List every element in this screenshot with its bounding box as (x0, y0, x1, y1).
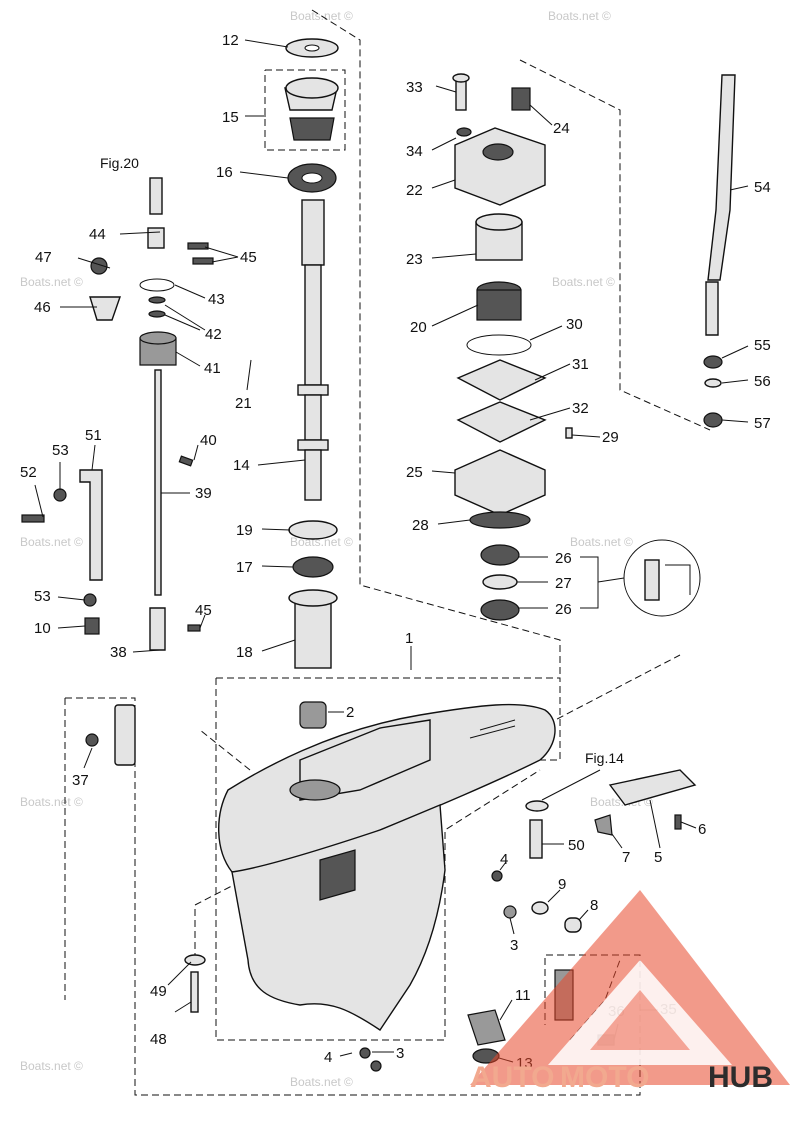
part-label-32: 32 (572, 400, 589, 417)
part-label-19: 19 (236, 522, 253, 539)
part-label-22: 22 (406, 182, 423, 199)
part-label-54: 54 (754, 179, 771, 196)
part-label-46: 46 (34, 299, 51, 316)
watermark: Boats.net © (548, 9, 611, 23)
figure-ref-14: Fig.14 (585, 750, 624, 766)
part-label-30: 30 (566, 316, 583, 333)
part-label-1: 1 (405, 630, 413, 647)
lower-casing (218, 703, 556, 1031)
part-label-7: 7 (622, 849, 630, 866)
part-label-42: 42 (205, 326, 222, 343)
part-label-43: 43 (208, 291, 225, 308)
logo-text-hub: HUB (708, 1061, 773, 1094)
part-label-5: 5 (654, 849, 662, 866)
part-label-14: 14 (233, 457, 250, 474)
part-label-21: 21 (235, 395, 252, 412)
part-label-37: 37 (72, 772, 89, 789)
water-tube (703, 74, 736, 428)
part-label-47: 47 (35, 249, 52, 266)
part-label-45-lower: 45 (195, 602, 212, 619)
automotohub-logo: AUTO MOTO HUB (470, 890, 790, 1094)
part-label-23: 23 (406, 251, 423, 268)
part-label-2: 2 (346, 704, 354, 721)
part-label-39: 39 (195, 485, 212, 502)
watermark: Boats.net © (290, 1075, 353, 1089)
assembly-guide-lines (64, 9, 711, 1096)
part-label-9: 9 (558, 876, 566, 893)
part-label-55: 55 (754, 337, 771, 354)
logo-text-auto: AUTO (470, 1061, 554, 1094)
part-label-26-lower: 26 (555, 601, 572, 618)
logo-text-moto: MOTO (560, 1061, 649, 1094)
watermark: Boats.net © (20, 535, 83, 549)
part-label-51: 51 (85, 427, 102, 444)
watermark: Boats.net © (570, 535, 633, 549)
part-label-34: 34 (406, 143, 423, 160)
part-label-33: 33 (406, 79, 423, 96)
part-label-16: 16 (216, 164, 233, 181)
watermark: Boats.net © (20, 795, 83, 809)
part-label-20: 20 (410, 319, 427, 336)
part-label-49: 49 (150, 983, 167, 1000)
part-label-56: 56 (754, 373, 771, 390)
figure-ref-20: Fig.20 (100, 155, 139, 171)
logo-triangle-core (590, 990, 690, 1050)
part-label-17: 17 (236, 559, 253, 576)
watermark: Boats.net © (552, 275, 615, 289)
part-label-44: 44 (89, 226, 106, 243)
part-label-53-lower: 53 (34, 588, 51, 605)
part-label-12: 12 (222, 32, 239, 49)
watermark: Boats.net © (20, 1059, 83, 1073)
part-label-8: 8 (590, 897, 598, 914)
part-label-26-upper: 26 (555, 550, 572, 567)
part-label-57: 57 (754, 415, 771, 432)
part-label-6: 6 (698, 821, 706, 838)
watermark: Boats.net © (20, 275, 83, 289)
part-label-50: 50 (568, 837, 585, 854)
part-label-10: 10 (34, 620, 51, 637)
part-label-52: 52 (20, 464, 37, 481)
part-label-3-upper: 3 (510, 937, 518, 954)
part-label-31: 31 (572, 356, 589, 373)
part-label-27: 27 (555, 575, 572, 592)
part-label-4-lower: 4 (324, 1049, 332, 1066)
watermarks: Boats.net © Boats.net © Boats.net © Boat… (20, 9, 653, 1089)
part-label-15: 15 (222, 109, 239, 126)
part-label-3-lower: 3 (396, 1045, 404, 1062)
leader-lines (34, 39, 749, 1063)
part-label-38: 38 (110, 644, 127, 661)
part-label-40: 40 (200, 432, 217, 449)
part-label-4-upper: 4 (500, 851, 508, 868)
part-label-48: 48 (150, 1031, 167, 1048)
drive-shaft-stack (284, 38, 339, 729)
part-label-18: 18 (236, 644, 253, 661)
logo-triangle-inner (548, 960, 732, 1065)
part-label-24: 24 (553, 120, 570, 137)
figure-references: Fig.20 Fig.14 (100, 155, 624, 766)
part-label-25: 25 (406, 464, 423, 481)
part-label-53-upper: 53 (52, 442, 69, 459)
part-label-29: 29 (602, 429, 619, 446)
water-pump-stack (452, 73, 701, 621)
part-label-11: 11 (515, 987, 531, 1004)
part-label-45-upper: 45 (240, 249, 257, 266)
part-label-41: 41 (204, 360, 221, 377)
shift-linkage (21, 177, 214, 651)
part-label-28: 28 (412, 517, 429, 534)
